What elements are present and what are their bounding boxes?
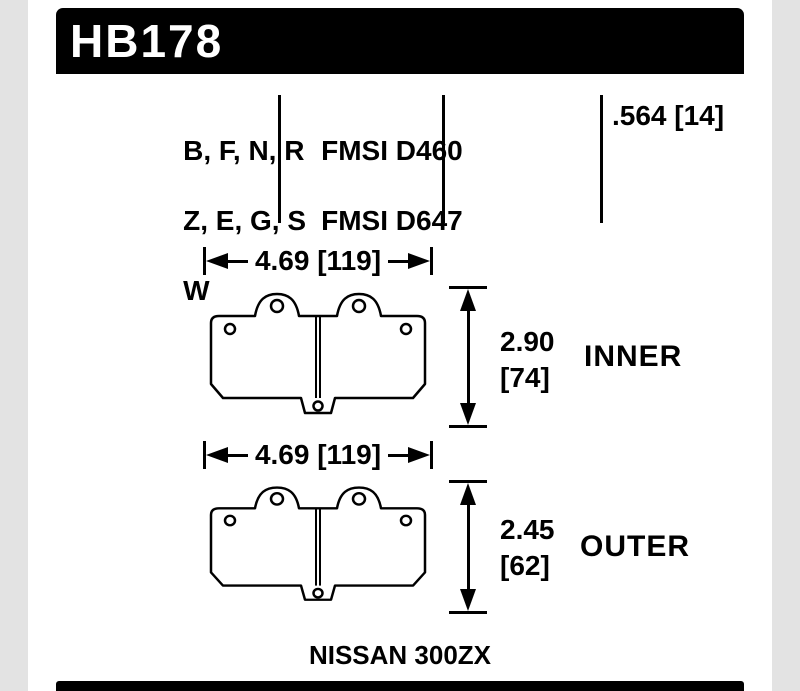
inner-height-mm: [74]: [500, 362, 550, 393]
dimension-line: [388, 453, 409, 457]
inner-height-value: 2.90: [500, 326, 555, 357]
arrow-right-icon: [408, 447, 431, 463]
brake-pad-drawing-inner: [209, 292, 427, 415]
inner-pad-label: INNER: [584, 340, 683, 373]
width-dimension-inner: 4.69 [119]: [203, 245, 434, 276]
arrow-up-icon: [460, 289, 476, 311]
fmsi-line-2: FMSI D647: [321, 205, 463, 236]
fmsi-codes: FMSI D460 FMSI D647: [290, 98, 463, 273]
dimension-tick: [203, 441, 206, 469]
header-bar: HB178: [56, 8, 744, 74]
outer-height-mm: [62]: [500, 550, 550, 581]
arrow-right-icon: [408, 253, 431, 269]
dimension-tick: [449, 611, 487, 614]
spec-divider-1: [278, 95, 281, 223]
dimension-tick: [449, 480, 487, 483]
outer-height-value: 2.45: [500, 514, 555, 545]
part-number: HB178: [70, 15, 224, 67]
compound-line-1: B, F, N, R: [183, 135, 305, 166]
dimension-line: [466, 311, 470, 403]
height-dimension-outer: [448, 480, 488, 614]
compound-line-2: Z, E, G, S: [183, 205, 307, 236]
dimension-tick: [449, 286, 487, 289]
arrow-down-icon: [460, 589, 476, 611]
dimension-line: [228, 259, 248, 263]
arrow-left-icon: [206, 253, 228, 269]
outer-pad-label: OUTER: [580, 530, 690, 563]
brake-pad-drawing-outer: [209, 486, 427, 601]
spec-divider-3: [600, 95, 603, 223]
compound-codes: B, F, N, R Z, E, G, S W: [152, 98, 306, 343]
width-dimension-text-outer: 4.69 [119]: [254, 439, 382, 470]
dimension-tick: [430, 247, 434, 275]
width-dimension-text-inner: 4.69 [119]: [254, 245, 382, 276]
spec-divider-2: [442, 95, 445, 223]
dimension-tick: [203, 247, 206, 275]
arrow-left-icon: [206, 447, 228, 463]
dimension-line: [388, 259, 409, 263]
dimension-line: [228, 453, 248, 457]
arrow-down-icon: [460, 403, 476, 425]
dimension-tick: [449, 425, 487, 428]
dimension-tick: [430, 441, 434, 469]
width-dimension-outer: 4.69 [119]: [203, 439, 434, 470]
bottom-bar: [56, 681, 744, 691]
arrow-up-icon: [460, 483, 476, 505]
fmsi-line-1: FMSI D460: [321, 135, 463, 166]
pad-thickness: .564 [14]: [612, 100, 725, 131]
catalog-page: HB178 B, F, N, R Z, E, G, S W FMSI D460 …: [28, 0, 772, 691]
dimension-line: [466, 505, 470, 589]
vehicle-application: NISSAN 300ZX: [308, 640, 492, 670]
compound-line-3: W: [183, 275, 210, 306]
height-dimension-inner: [448, 286, 488, 428]
